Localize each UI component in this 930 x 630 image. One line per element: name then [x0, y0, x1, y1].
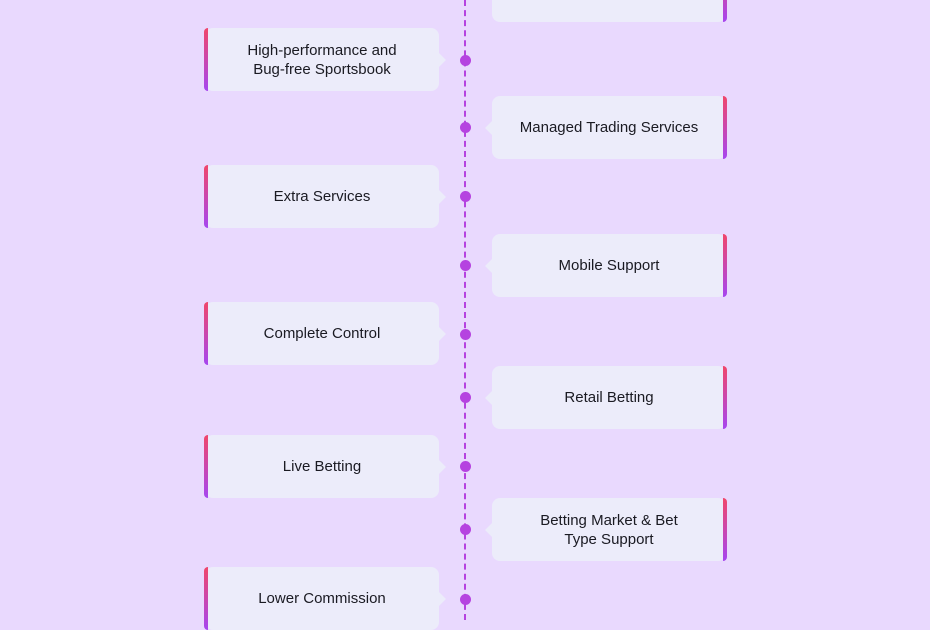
timeline-card: Lower Commission	[204, 567, 446, 630]
card-label: High-performance and Bug-free Sportsbook	[247, 41, 397, 78]
card-label: Extra Services	[273, 188, 371, 205]
card-label: Retail Betting	[564, 389, 654, 406]
timeline-dot	[460, 122, 471, 133]
card-label: Lower Commission	[258, 590, 386, 607]
card-label: Managed Trading Services	[519, 119, 699, 136]
card-label: Mobile Support	[558, 257, 660, 274]
timeline-card: Mobile Support	[485, 234, 727, 297]
timeline-dot	[460, 392, 471, 403]
card-label: Live Betting	[282, 458, 362, 475]
timeline-dot	[460, 594, 471, 605]
timeline-card: Live Betting	[204, 435, 446, 498]
timeline-card: Complete Control	[204, 302, 446, 365]
timeline-dot	[460, 55, 471, 66]
timeline-dot	[460, 461, 471, 472]
timeline-line	[464, 0, 466, 620]
timeline-dot	[460, 329, 471, 340]
timeline-card: Extra Services	[204, 165, 446, 228]
timeline-dot	[460, 191, 471, 202]
timeline-card: Retail Betting	[485, 366, 727, 429]
timeline-card: Betting Market & Bet Type Support	[485, 498, 727, 561]
card-label: Complete Control	[263, 325, 381, 342]
timeline-dot	[460, 524, 471, 535]
timeline-card	[492, 0, 727, 22]
timeline-card: Managed Trading Services	[485, 96, 727, 159]
timeline-card: High-performance and Bug-free Sportsbook	[204, 28, 446, 91]
card-label: Betting Market & Bet Type Support	[540, 511, 678, 548]
timeline-dot	[460, 260, 471, 271]
